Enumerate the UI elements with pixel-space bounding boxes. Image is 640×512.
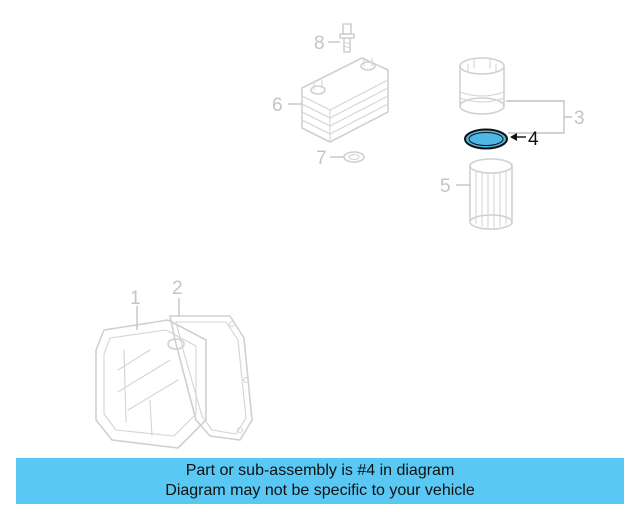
part-8-bolt[interactable] [339, 23, 355, 53]
callout-7[interactable]: 7 [316, 148, 327, 169]
part-7-seal[interactable] [343, 151, 365, 163]
part-4-o-ring-highlighted[interactable] [464, 128, 508, 150]
callout-3[interactable]: 3 [574, 108, 585, 129]
part-2-gasket[interactable] [169, 315, 253, 441]
part-6-oil-cooler[interactable] [301, 57, 389, 143]
leader-3 [506, 100, 572, 134]
callout-8[interactable]: 8 [314, 33, 325, 54]
part-3-filter-housing[interactable] [459, 57, 505, 115]
part-5-filter-element[interactable] [469, 158, 513, 230]
callout-1[interactable]: 1 [130, 288, 141, 309]
callout-2[interactable]: 2 [172, 278, 183, 299]
banner-line-part: Part or sub-assembly is #4 in diagram [185, 462, 455, 479]
part-1-oil-pan[interactable] [95, 319, 207, 449]
callout-4[interactable]: 4 [528, 129, 539, 150]
callout-6[interactable]: 6 [272, 95, 283, 116]
banner-line-disclaimer: Diagram may not be specific to your vehi… [165, 482, 475, 499]
arrow-head-4 [510, 133, 517, 141]
callout-5[interactable]: 5 [440, 176, 451, 197]
info-banner: Part or sub-assembly is #4 in diagram Di… [16, 458, 624, 504]
